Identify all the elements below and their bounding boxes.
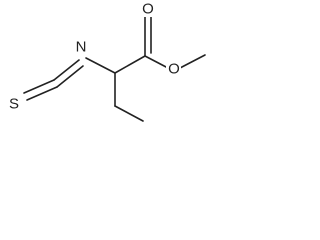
bond-c-n-double: [53, 59, 84, 88]
atom-carbonyl-oxygen-label: O: [142, 1, 154, 18]
bond-n-calpha: [85, 57, 116, 74]
atom-nitrogen-label: N: [76, 39, 87, 56]
bond-carbonyl-ester-o: [144, 55, 169, 69]
bond-ch2-ch3: [114, 105, 144, 122]
atom-ester-oxygen-label: O: [168, 61, 180, 78]
atom-nitrogen: N: [74, 38, 88, 56]
bond-calpha-carbonyl: [114, 55, 146, 74]
molecule-structure: S N O O: [8, 1, 206, 122]
bond-carbonyl-double: [144, 16, 152, 57]
atom-sulfur: S: [8, 96, 20, 113]
atom-carbonyl-oxygen: O: [141, 1, 156, 18]
bond-s-c-double: [23, 79, 58, 101]
atom-sulfur-label: S: [9, 96, 19, 113]
atom-ester-oxygen: O: [166, 61, 181, 78]
bond-ester-o-methyl: [179, 54, 206, 69]
